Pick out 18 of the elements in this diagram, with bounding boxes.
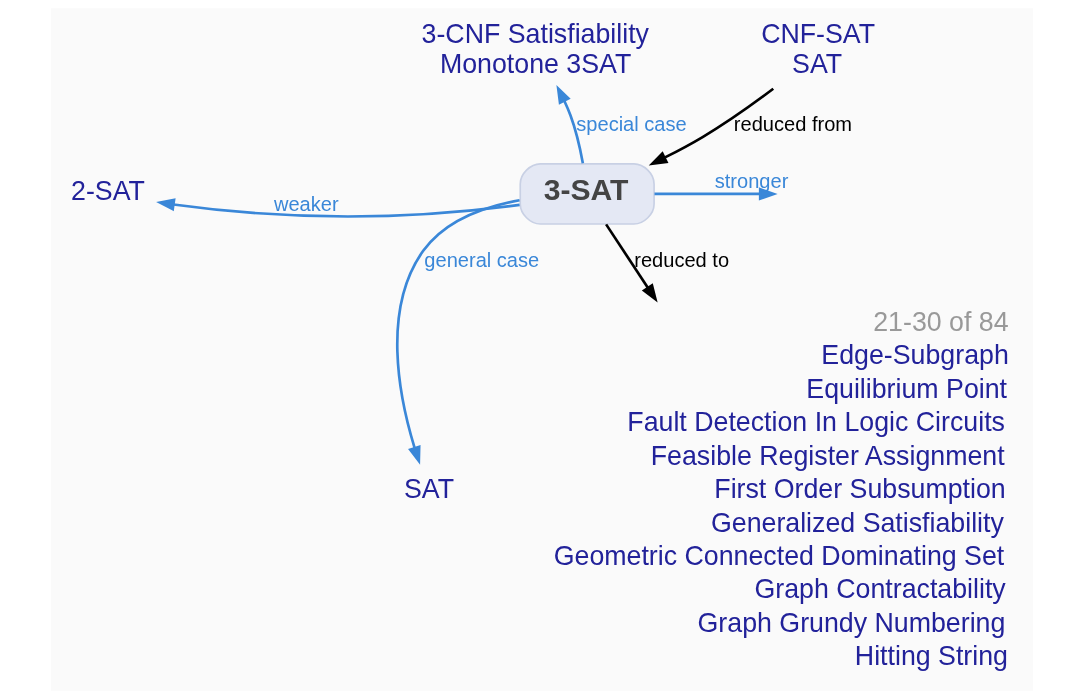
arrow	[395, 198, 520, 465]
node-box: 3-SAT	[518, 162, 655, 225]
node-text: SAT	[403, 474, 454, 505]
node-text: CNF-SAT SAT	[760, 19, 875, 80]
edge-label: special case	[575, 113, 687, 136]
node-text: 21-30 of 84 Edge-Subgraph Equilibrium Point Fault Detection In Logic Circuits Feasible Register Assignment First Order Subsumption Generalized Satisfiability Geometric Connected Dominating Set Graph Contractability Graph Grundy Numbering Hitting String	[553, 306, 1009, 672]
arrow	[604, 223, 658, 303]
arrow	[654, 187, 778, 201]
edge-label: reduced from	[733, 113, 852, 136]
edge-label: general case	[423, 248, 539, 271]
node-text: 3-CNF Satisfiability Monotone 3SAT	[421, 19, 649, 80]
edge-label: stronger	[714, 170, 788, 193]
node-text: 2-SAT	[70, 176, 145, 207]
arrow	[648, 87, 774, 166]
arrow	[155, 198, 520, 218]
edge-label: weaker	[273, 192, 339, 215]
arrow	[555, 84, 584, 164]
edge-label: reduced to	[633, 248, 729, 271]
